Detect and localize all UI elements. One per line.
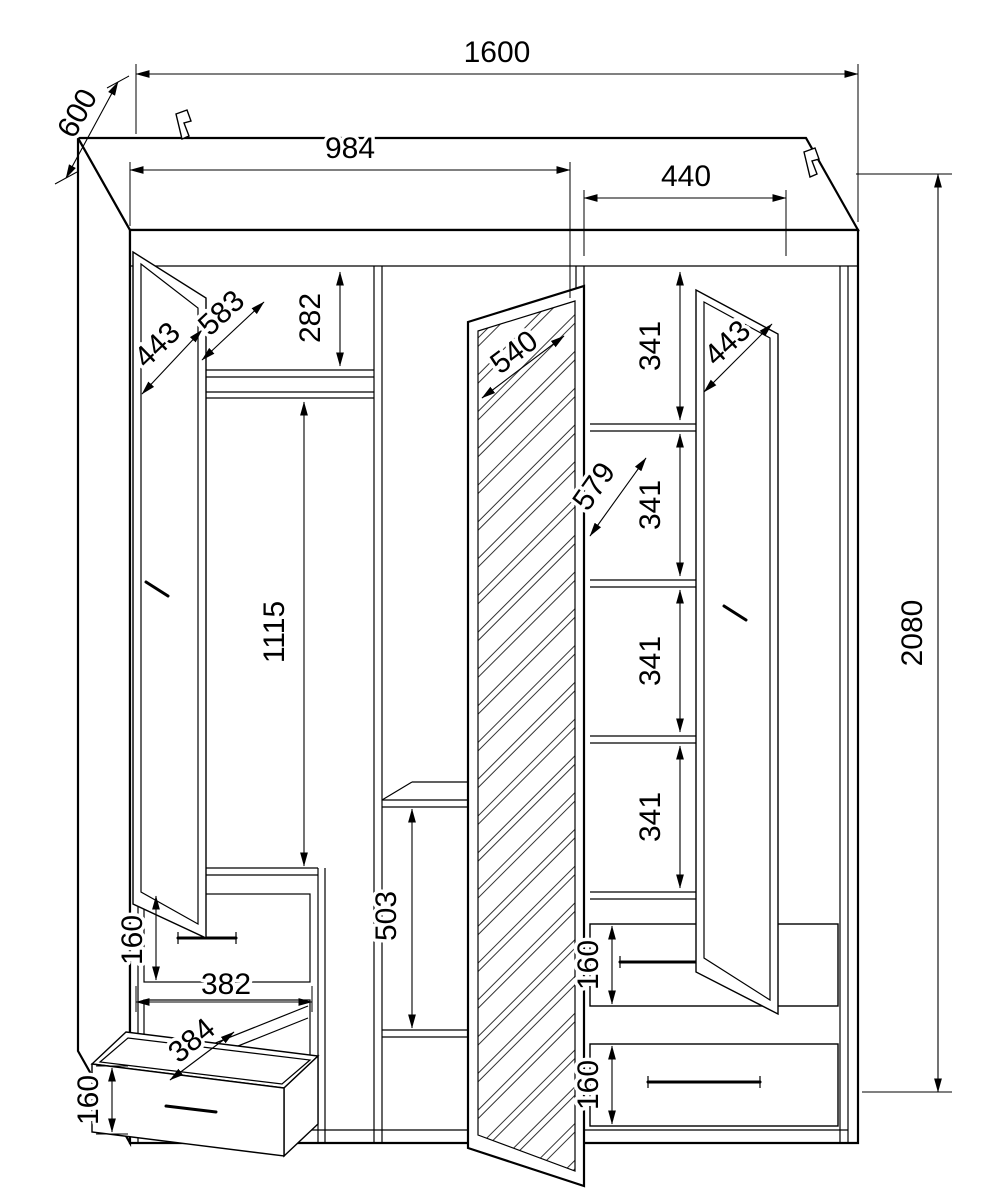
right-door-handle xyxy=(722,604,748,622)
left-drawer-front xyxy=(143,893,311,983)
dimension-right-shelf-gap-3: 341 xyxy=(631,589,684,733)
center-shelf xyxy=(382,799,468,808)
dim-label-right-drawer-bottom-height: 160 xyxy=(572,1060,605,1110)
dimension-top-shelf-height: 282 xyxy=(291,271,344,367)
dim-label-shelf-gap-1: 341 xyxy=(634,321,667,371)
dimension-right-shelf-gap-4: 341 xyxy=(631,745,684,889)
right-compartment xyxy=(589,409,839,1127)
dimension-hanging-height: 1115 xyxy=(255,401,308,867)
hook-icon xyxy=(803,147,820,178)
left-door-inner-edge xyxy=(140,262,199,926)
dim-label-open-drawer-height: 160 xyxy=(72,1075,105,1125)
dimension-left-section: 984 xyxy=(129,129,571,298)
dimension-right-section: 440 xyxy=(583,157,787,256)
dim-label-left-drawer-width: 382 xyxy=(201,968,251,1001)
left-drawer-handle-mounts xyxy=(177,932,237,944)
left-door-open xyxy=(132,250,207,940)
dim-label-hanging-height: 1115 xyxy=(258,601,291,663)
mount-hooks xyxy=(175,109,820,178)
right-door-open xyxy=(695,288,779,1016)
dim-label-right-drawer-top-height: 160 xyxy=(572,940,605,990)
dim-label-shelf-gap-4: 341 xyxy=(634,792,667,842)
dim-label-shelf-gap-2: 341 xyxy=(634,480,667,530)
dimension-left-drawer-height: 160 xyxy=(113,895,160,981)
dimension-right-shelf-gap-2: 341 xyxy=(631,433,684,577)
dim-label-right-section: 440 xyxy=(661,160,711,193)
right-drawer-bottom-front xyxy=(589,1043,839,1127)
dim-label-left-drawer-height: 160 xyxy=(116,915,149,965)
dim-label-left-section: 984 xyxy=(325,132,375,165)
partition-left xyxy=(373,266,383,1143)
center-bottom-rail xyxy=(382,1029,468,1038)
dim-label-total-width: 1600 xyxy=(464,36,531,69)
right-inner-wall xyxy=(839,266,849,1143)
dimension-left-drawer-width: 382 xyxy=(135,965,313,1012)
dim-label-center-bottom-height: 503 xyxy=(370,891,403,941)
mirror-glass-hatch xyxy=(477,300,576,1172)
left-door-panel xyxy=(132,250,207,940)
dim-label-total-height: 2080 xyxy=(896,600,929,667)
dimension-right-drawer-top-height: 160 xyxy=(569,925,616,1005)
cabinet-left-side xyxy=(76,133,132,1148)
dim-label-shelf-gap-3: 341 xyxy=(634,636,667,686)
mirror-door-open xyxy=(466,284,586,1188)
dimension-right-drawer-bottom-height: 160 xyxy=(569,1045,616,1125)
hook-icon xyxy=(175,109,192,140)
open-drawer xyxy=(90,1031,320,1158)
open-drawer-handle xyxy=(164,1104,218,1114)
dimension-total-height: 2080 xyxy=(856,173,952,1093)
dimension-total-width: 1600 xyxy=(135,33,859,222)
right-door-panel xyxy=(695,288,779,1016)
cabinet-top-face xyxy=(76,136,860,232)
dim-label-depth: 600 xyxy=(51,84,104,144)
dimension-center-bottom-height: 503 xyxy=(367,808,416,1029)
dim-label-top-shelf-height: 282 xyxy=(294,293,327,343)
dimension-open-drawer-height: 160 xyxy=(69,1065,128,1135)
left-door-handle xyxy=(144,580,170,598)
dimension-right-shelf-gap-1: 341 xyxy=(631,271,684,421)
right-drawer-bottom-handle-mounts xyxy=(647,1076,761,1088)
